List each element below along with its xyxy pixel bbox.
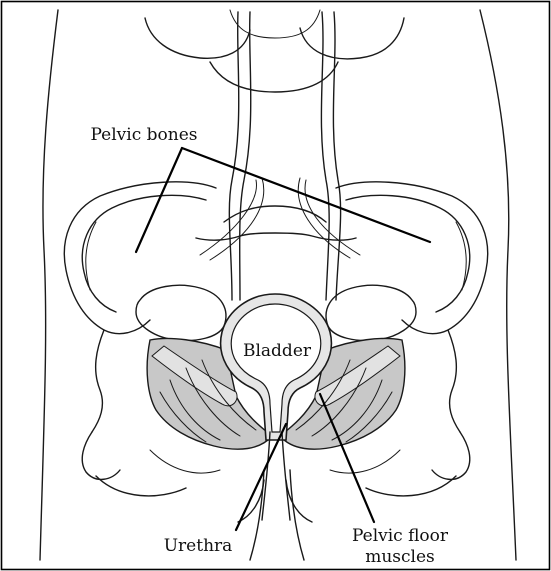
label-urethra: Urethra (164, 536, 233, 556)
lumbar-spine (145, 10, 404, 92)
label-pelvic-floor-line2: muscles (365, 547, 435, 567)
ureters (200, 12, 360, 300)
leader-pelvic-bones-left (136, 148, 182, 252)
label-pelvic-floor-line1: Pelvic floor (352, 526, 449, 546)
leader-pelvic-bones-right (182, 148, 430, 242)
bladder-label: Bladder (243, 341, 312, 361)
label-pelvic-bones: Pelvic bones (91, 125, 198, 145)
